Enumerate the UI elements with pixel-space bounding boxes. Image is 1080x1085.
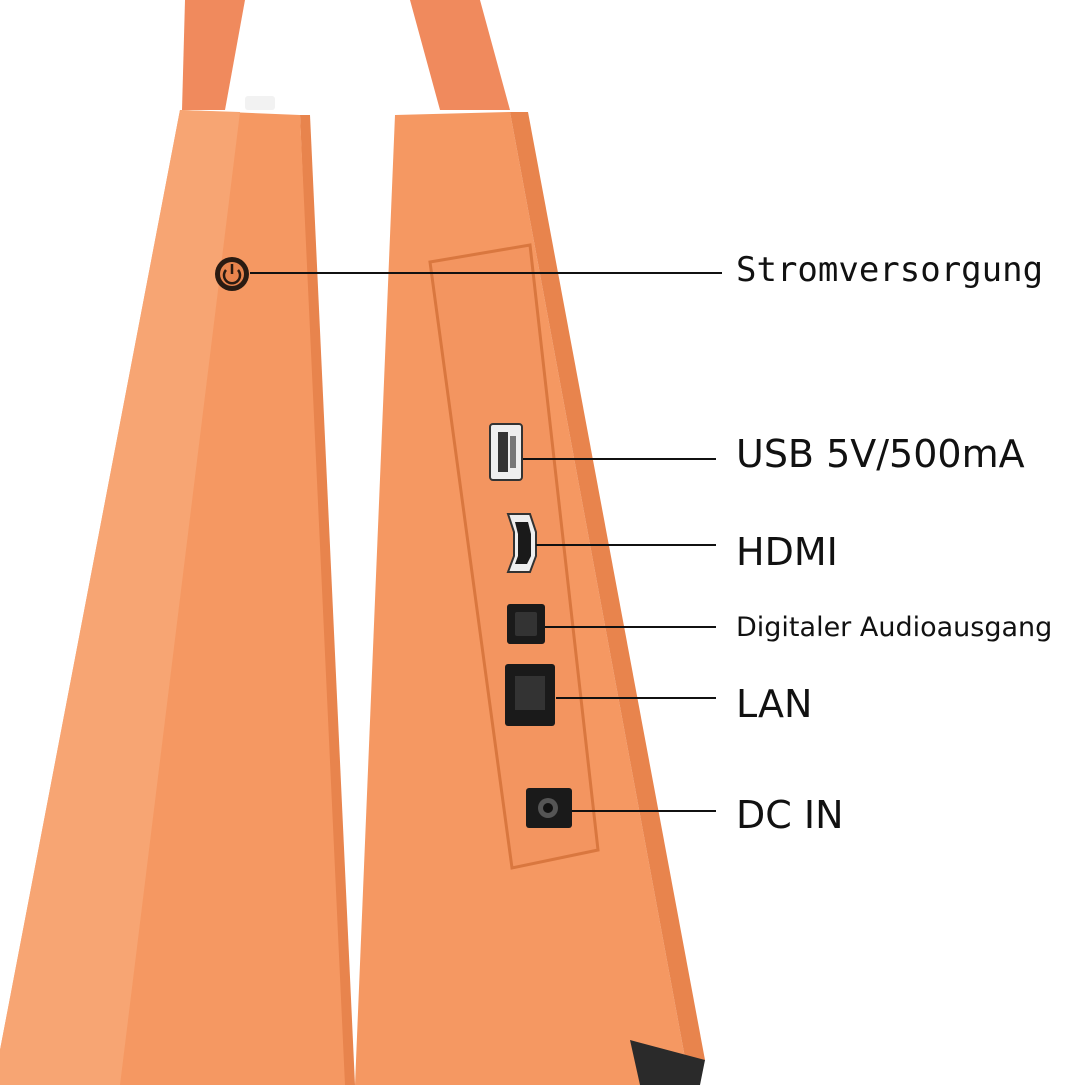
label-hdmi: HDMI: [736, 530, 838, 574]
leader-lines: [250, 272, 722, 812]
power-button-icon[interactable]: [215, 257, 249, 291]
label-usb: USB 5V/500mA: [736, 432, 1025, 476]
lan-port-icon: [505, 664, 555, 726]
right-leg-edge: [510, 112, 705, 1085]
left-leg-shadow: [300, 115, 355, 1085]
label-power: Stromversorgung: [736, 250, 1044, 290]
label-lan: LAN: [736, 682, 813, 726]
dc-jack-icon: [526, 788, 572, 828]
right-leg-foot: [630, 1040, 705, 1085]
usb-port-icon: [489, 423, 523, 481]
label-digital-audio: Digitaler Audioausgang: [736, 612, 1053, 643]
label-dc-in: DC IN: [736, 793, 844, 837]
hdmi-port-icon: [506, 513, 537, 573]
optical-audio-port-icon: [507, 604, 545, 644]
left-strap: [182, 0, 245, 110]
right-strap: [410, 0, 510, 110]
strap-clip: [245, 96, 275, 110]
left-leg-inner-face: [0, 110, 240, 1085]
